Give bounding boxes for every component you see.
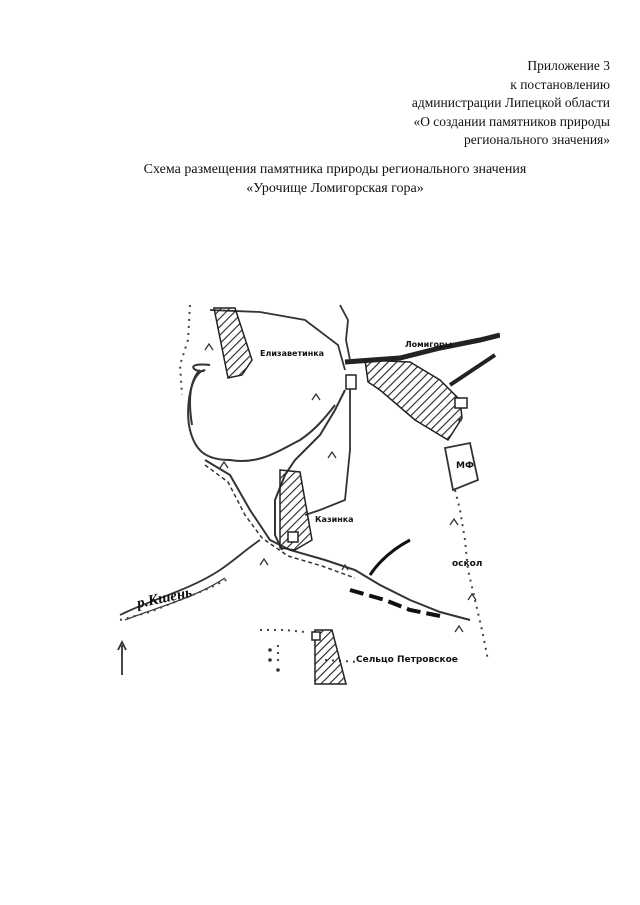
arrow-mark: [117, 639, 127, 675]
dotted-south: [260, 629, 306, 633]
label-selco: Сельцо Петровское: [356, 655, 458, 665]
label-elizavetinka: Елизаветинка: [260, 349, 324, 358]
dotted-east: [454, 489, 489, 661]
dotted-west: [119, 577, 231, 621]
label-oskol: оскол: [452, 559, 482, 569]
hatched-zone-kazinka: [279, 469, 313, 551]
appendix-line: Приложение 3: [527, 58, 610, 73]
ravine: [368, 538, 411, 576]
railway-line: [349, 588, 441, 618]
boundary-top-right: [339, 304, 351, 361]
map-drawing: Елизаветинка Ломигоры МФ Казинка р.Кшень…: [117, 304, 500, 685]
appendix-line: администрации Липецкой области: [411, 95, 610, 111]
location-map: Елизаветинка Ломигоры МФ Казинка р.Кшень…: [110, 300, 500, 685]
valley-road: [274, 389, 346, 551]
terrain-marks: [204, 342, 477, 633]
building-1: [345, 374, 357, 390]
building-4: [311, 631, 321, 641]
document-title: Схема размещения памятника природы регио…: [0, 160, 640, 198]
main-road: [344, 332, 500, 365]
title-line-2: «Урочище Ломигорская гора»: [246, 181, 424, 196]
road-branch: [448, 353, 497, 387]
label-lomigory: Ломигоры: [405, 340, 452, 349]
track-2: [204, 464, 356, 579]
boundary-top: [209, 309, 346, 371]
appendix-line: «О создании памятников природы: [413, 113, 610, 129]
appendix-line: регионального значения»: [464, 132, 610, 148]
label-river: р.Кшень: [134, 585, 194, 613]
valley-road-2: [304, 388, 351, 516]
dotted-bottom: [324, 659, 361, 663]
loop-road: [187, 363, 336, 462]
track-1: [204, 459, 471, 621]
hatched-zone-selco: [314, 629, 347, 685]
label-kazinka: Казинка: [315, 515, 354, 524]
river-kshen: [119, 539, 261, 616]
hatched-zone-lomigory: [364, 359, 463, 442]
appendix-line: к постановлению: [510, 76, 610, 92]
hatched-zone-elizavetinka: [213, 307, 253, 379]
building-2: [454, 397, 468, 409]
dotted-left: [178, 304, 191, 396]
appendix-header: Приложение 3 к постановлению администрац…: [412, 57, 610, 150]
mf-block: [443, 441, 480, 492]
loop-road-west: [189, 369, 201, 426]
scattered-dots: [268, 418, 462, 672]
label-mf: МФ: [456, 461, 474, 471]
title-line-1: Схема размещения памятника природы регио…: [143, 162, 527, 177]
building-3: [287, 531, 299, 543]
